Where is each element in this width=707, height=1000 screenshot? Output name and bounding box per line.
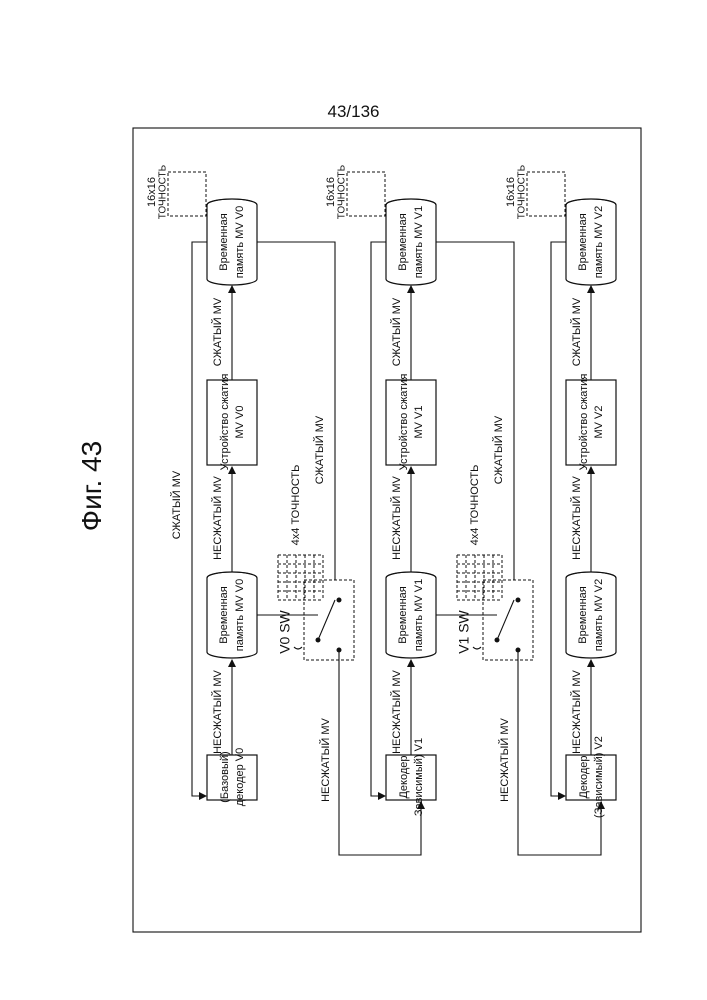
uncompressed-mv-label: НЕСЖАТЫЙ MV: [319, 717, 332, 801]
decoder-box: [207, 755, 257, 800]
compressor-label: Устройство сжатия: [219, 374, 231, 471]
compressed-mv-label: СЖАТЫЙ MV: [390, 297, 403, 366]
temporal-memory-label: память MV V0: [234, 579, 246, 651]
uncompressed-mv-label: НЕСЖАТЫЙ MV: [498, 717, 511, 801]
view-row-1: ДекодерЗависимый) V1НЕСЖАТЫЙ MVВременная…: [325, 164, 601, 855]
precision-4x4-label: 4x4 ТОЧНОСТЬ: [290, 465, 302, 546]
precision-16x16-label: ТОЧНОСТЬ: [517, 164, 528, 219]
switch-label: V1 SW: [456, 609, 472, 653]
precision-16x16-label: 16x16: [146, 177, 158, 207]
uncompressed-mv-label: НЕСЖАТЫЙ MV: [211, 475, 224, 559]
switch-box: [483, 580, 533, 660]
decoder-label: (Зависимый) V2: [593, 736, 605, 818]
temporal-memory-label: память MV V0: [234, 206, 246, 278]
temporal-memory-a: [207, 572, 257, 658]
temporal-memory-label: Временная: [577, 213, 589, 271]
compressed-mv-label: СЖАТЫЙ MV: [492, 415, 505, 484]
compressor-label: MV V2: [593, 405, 605, 438]
precision-16x16-label: ТОЧНОСТЬ: [158, 164, 169, 219]
view-row-0: (Базовый)декодер V0 НЕСЖАТЫЙ MV Временная п…: [146, 164, 421, 855]
compressed-mv-label: СЖАТЫЙ MV: [313, 415, 326, 484]
temporal-memory-a: [566, 572, 616, 658]
temporal-memory-b: [386, 199, 436, 285]
switch-box: [304, 580, 354, 660]
temporal-memory-label: Временная: [397, 213, 409, 271]
temporal-memory-b: [207, 199, 257, 285]
precision-16x16-label: 16x16: [325, 177, 337, 207]
uncompressed-mv-label: НЕСЖАТЫЙ MV: [570, 475, 583, 559]
precision-16x16-label: ТОЧНОСТЬ: [337, 164, 348, 219]
temporal-memory-b: [566, 199, 616, 285]
compressor-label: Устройство сжатия: [398, 374, 410, 471]
temporal-memory-label: память MV V1: [413, 579, 425, 651]
decoder-label: (Базовый): [219, 751, 231, 802]
compressor-label: Устройство сжатия: [578, 374, 590, 471]
uncompressed-mv-label: НЕСЖАТЫЙ MV: [570, 669, 583, 753]
temporal-memory-label: Временная: [218, 213, 230, 271]
precision-16x16-box: [168, 172, 206, 216]
decoder-label: Зависимый) V1: [413, 738, 425, 816]
uncompressed-mv-label: НЕСЖАТЫЙ MV: [390, 669, 403, 753]
precision-16x16-box: [527, 172, 565, 216]
decoder-label: Декодер: [578, 755, 590, 798]
top-label-group: СЖАТЫЙ MV: [170, 470, 183, 539]
precision-16x16-box: [347, 172, 385, 216]
temporal-memory-label: Временная: [397, 586, 409, 644]
temporal-memory-label: Временная: [218, 586, 230, 644]
compressed-mv-label: СЖАТЫЙ MV: [211, 297, 224, 366]
compressor-label: MV V1: [413, 405, 425, 438]
temporal-memory-label: память MV V2: [593, 579, 605, 651]
decoder-label: декодер V0: [234, 748, 246, 807]
temporal-memory-label: Временная: [577, 586, 589, 644]
compressed-mv-label: СЖАТЫЙ MV: [170, 470, 183, 539]
switch-label: V0 SW: [277, 609, 293, 653]
mv-compressor-box: [386, 380, 436, 465]
temporal-memory-label: память MV V1: [413, 206, 425, 278]
precision-16x16-label: 16x16: [505, 177, 517, 207]
temporal-memory-label: память MV V2: [593, 206, 605, 278]
view-row-2: Декодер(Зависимый) V2 НЕСЖАТЫЙ MV Временна…: [505, 164, 616, 818]
decoder-box: [566, 755, 616, 800]
decoder-label: Декодер: [398, 755, 410, 798]
mv-compressor-box: [566, 380, 616, 465]
temporal-memory-a: [386, 572, 436, 658]
decoder-box: [386, 755, 436, 800]
uncompressed-mv-label: НЕСЖАТЫЙ MV: [390, 475, 403, 559]
uncompressed-mv-label: НЕСЖАТЫЙ MV: [211, 669, 224, 753]
compressed-mv-label: СЖАТЫЙ MV: [570, 297, 583, 366]
compressor-label: MV V0: [234, 405, 246, 438]
precision-4x4-label: 4x4 ТОЧНОСТЬ: [469, 465, 481, 546]
mv-compressor-box: [207, 380, 257, 465]
